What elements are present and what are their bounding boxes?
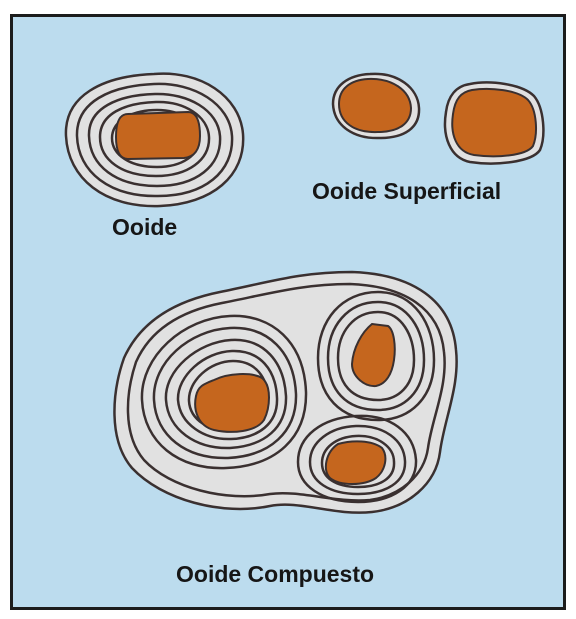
figure-border bbox=[10, 14, 566, 610]
compound-label: Ooide Compuesto bbox=[176, 561, 374, 588]
ooide-label: Ooide bbox=[112, 214, 177, 241]
superficial-label: Ooide Superficial bbox=[312, 178, 501, 205]
